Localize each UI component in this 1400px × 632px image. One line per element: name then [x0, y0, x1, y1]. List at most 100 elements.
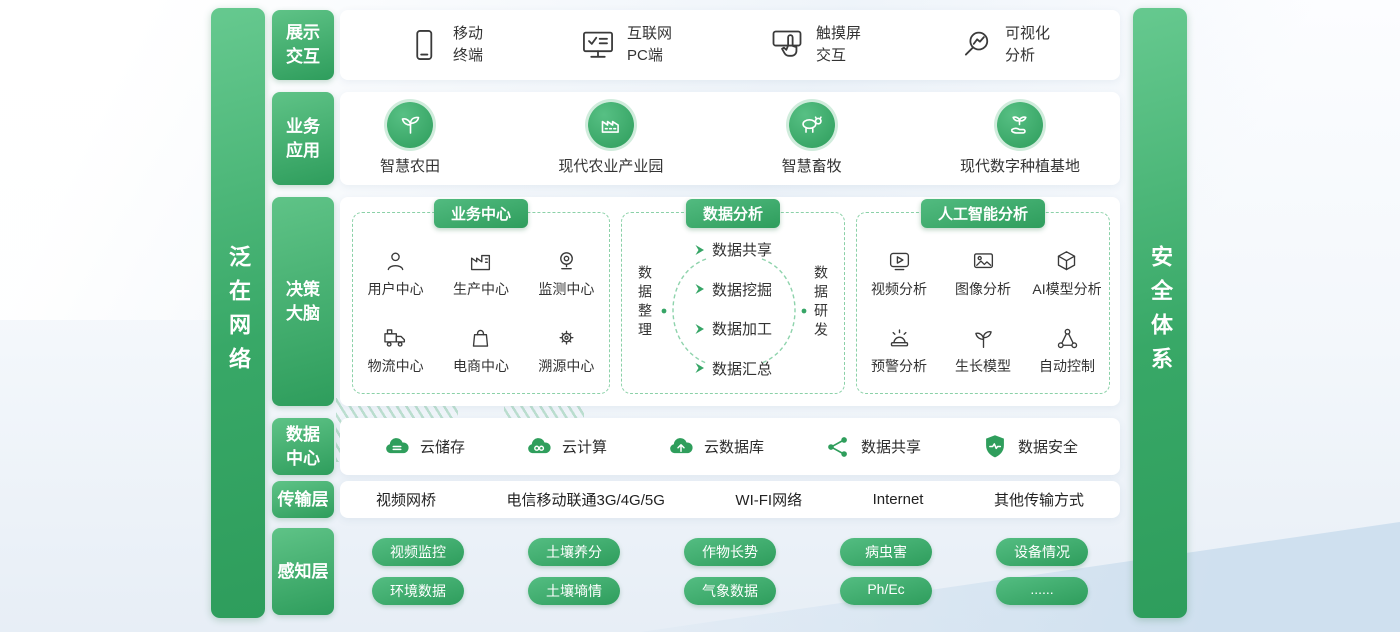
perception-pill: 环境数据	[372, 577, 464, 605]
business-item-planting-base: 现代数字种植基地	[959, 101, 1080, 176]
display-item-touch: 触摸屏 交互	[769, 23, 861, 67]
arrow-icon	[695, 323, 704, 334]
center-item-logistics: 物流中心	[368, 325, 424, 376]
center-item-label: 生产中心	[452, 281, 509, 297]
ai-item-auto-control: 自动控制	[1039, 325, 1095, 376]
arrow-icon	[695, 284, 704, 295]
perception-pill: 气象数据	[684, 577, 776, 605]
panel-data-center: 云储存 云计算 云数据库	[340, 418, 1120, 475]
tab-decision-brain: 决策 大脑	[272, 197, 334, 406]
ai-analysis-box: 人工智能分析 视频分析	[856, 199, 1110, 394]
data-analysis-badge: 数据分析	[685, 199, 781, 228]
center-item-ecommerce: 电商中心	[453, 325, 509, 376]
center-item-label: 监测中心	[538, 281, 595, 297]
center-item-label: 用户中心	[367, 281, 424, 297]
layer-transport: 传输层 视频网桥 电信移动联通3G/4G/5G WI-FI网络 Internet…	[272, 481, 1120, 518]
data-analysis-item-label: 数据挖掘	[711, 281, 773, 299]
panel-decision-brain: 业务中心 用户中心 生产中心	[340, 197, 1120, 406]
datacenter-item-storage: 云储存	[382, 432, 465, 462]
warning-analysis-icon	[890, 329, 908, 347]
pc-icon	[583, 31, 613, 58]
ubiquitous-network-bar: 泛在网络	[211, 8, 265, 618]
cloud-database-icon	[670, 437, 693, 453]
ai-item-label: 视频分析	[871, 281, 927, 297]
datacenter-item-computing: 云计算	[524, 432, 607, 462]
transport-item: 视频网桥	[376, 492, 437, 509]
traceability-icon	[559, 330, 574, 345]
ai-item-image: 图像分析	[955, 248, 1011, 299]
display-item-label: 互联网 PC端	[626, 25, 672, 64]
display-item-pc: 互联网 PC端	[580, 23, 672, 67]
center-item-label: 物流中心	[367, 358, 424, 374]
panel-display-interaction: 移动 终端 互联网 PC端 触摸屏 交互	[340, 10, 1120, 80]
layer-perception: 感知层 视频监控 土壤养分 作物长势 病虫害 设备情况 环境数据 土壤墒情 气象…	[272, 528, 1120, 615]
display-item-visual: 可视化 分析	[958, 23, 1050, 67]
center-item-user: 用户中心	[368, 248, 424, 299]
layer-decision-brain: 决策 大脑 业务中心 用户中心	[272, 197, 1120, 406]
perception-pill: 土壤养分	[528, 538, 620, 566]
business-item-farmland: 智慧农田	[380, 101, 441, 176]
transport-item: Internet	[872, 491, 924, 508]
perception-pill: 作物长势	[684, 538, 776, 566]
tab-display-interaction: 展示 交互	[272, 10, 334, 80]
center-item-label: 溯源中心	[538, 358, 595, 374]
transport-item: WI-FI网络	[735, 492, 803, 509]
data-share-icon	[828, 436, 847, 457]
tab-data-center: 数据 中心	[272, 418, 334, 475]
display-item-label: 触摸屏 交互	[815, 25, 861, 64]
business-item-label: 智慧农田	[380, 157, 441, 175]
data-analysis-item: 数据加工	[694, 318, 772, 339]
mobile-icon	[416, 30, 433, 60]
business-item-label: 现代农业产业园	[558, 157, 664, 175]
center-item-monitoring: 监测中心	[538, 248, 594, 299]
layer-display-interaction: 展示 交互 移动 终端 互联网 PC端	[272, 10, 1120, 80]
business-item-industrial-park: 现代农业产业园	[558, 101, 664, 176]
display-item-label: 可视化 分析	[1004, 25, 1050, 64]
data-analysis-item-label: 数据共享	[711, 242, 773, 259]
panel-business-application: 智慧农田 现代农业产业园	[340, 92, 1120, 185]
panel-transport: 视频网桥 电信移动联通3G/4G/5G WI-FI网络 Internet 其他传…	[340, 481, 1120, 518]
ai-item-label: 生长模型	[955, 358, 1011, 374]
business-center-box: 业务中心 用户中心 生产中心	[352, 199, 610, 394]
tab-business-application: 业务 应用	[272, 92, 334, 185]
production-icon	[471, 254, 491, 271]
datacenter-item-security: 数据安全	[980, 432, 1078, 462]
business-item-label: 智慧畜牧	[781, 157, 842, 175]
center-item-production: 生产中心	[453, 248, 509, 299]
tab-transport: 传输层	[272, 481, 334, 518]
business-item-label: 现代数字种植基地	[959, 157, 1080, 175]
datacenter-item-share: 数据共享	[823, 432, 921, 462]
arrow-icon	[695, 363, 704, 374]
logistics-icon	[384, 329, 406, 347]
business-center-badge: 业务中心	[433, 199, 529, 228]
transport-item: 其他传输方式	[993, 492, 1084, 509]
perception-pill: 视频监控	[372, 538, 464, 566]
data-analysis-item: 数据汇总	[694, 358, 772, 379]
ai-item-label: 自动控制	[1039, 358, 1095, 374]
image-analysis-icon	[973, 253, 993, 269]
perception-pill: ......	[996, 577, 1088, 605]
ai-model-icon	[1058, 251, 1076, 271]
industrial-park-icon	[587, 101, 634, 148]
ai-item-growth: 生长模型	[955, 325, 1011, 376]
center-item-label: 电商中心	[452, 358, 509, 374]
cloud-computing-icon	[528, 437, 551, 453]
security-system-label: 安全体系	[1148, 245, 1173, 381]
visual-analysis-icon	[964, 31, 989, 56]
ecommerce-icon	[473, 329, 489, 347]
growth-model-icon	[974, 331, 992, 349]
livestock-icon	[788, 101, 835, 148]
data-security-icon	[986, 434, 1004, 457]
ai-item-label: 预警分析	[871, 358, 927, 374]
planting-base-icon	[996, 101, 1043, 148]
video-analysis-icon	[889, 252, 909, 271]
display-item-label: 移动 终端	[453, 25, 484, 64]
datacenter-item-label: 云计算	[561, 439, 607, 456]
data-analysis-box: 数据分析 数据整理 数据研发 数据共享 数据挖掘	[621, 199, 845, 394]
ubiquitous-network-label: 泛在网络	[226, 245, 251, 381]
tab-perception: 感知层	[272, 528, 334, 615]
data-organize-label: 数据整理	[637, 265, 653, 341]
ai-item-warning: 预警分析	[871, 325, 927, 376]
farmland-icon	[387, 101, 433, 148]
